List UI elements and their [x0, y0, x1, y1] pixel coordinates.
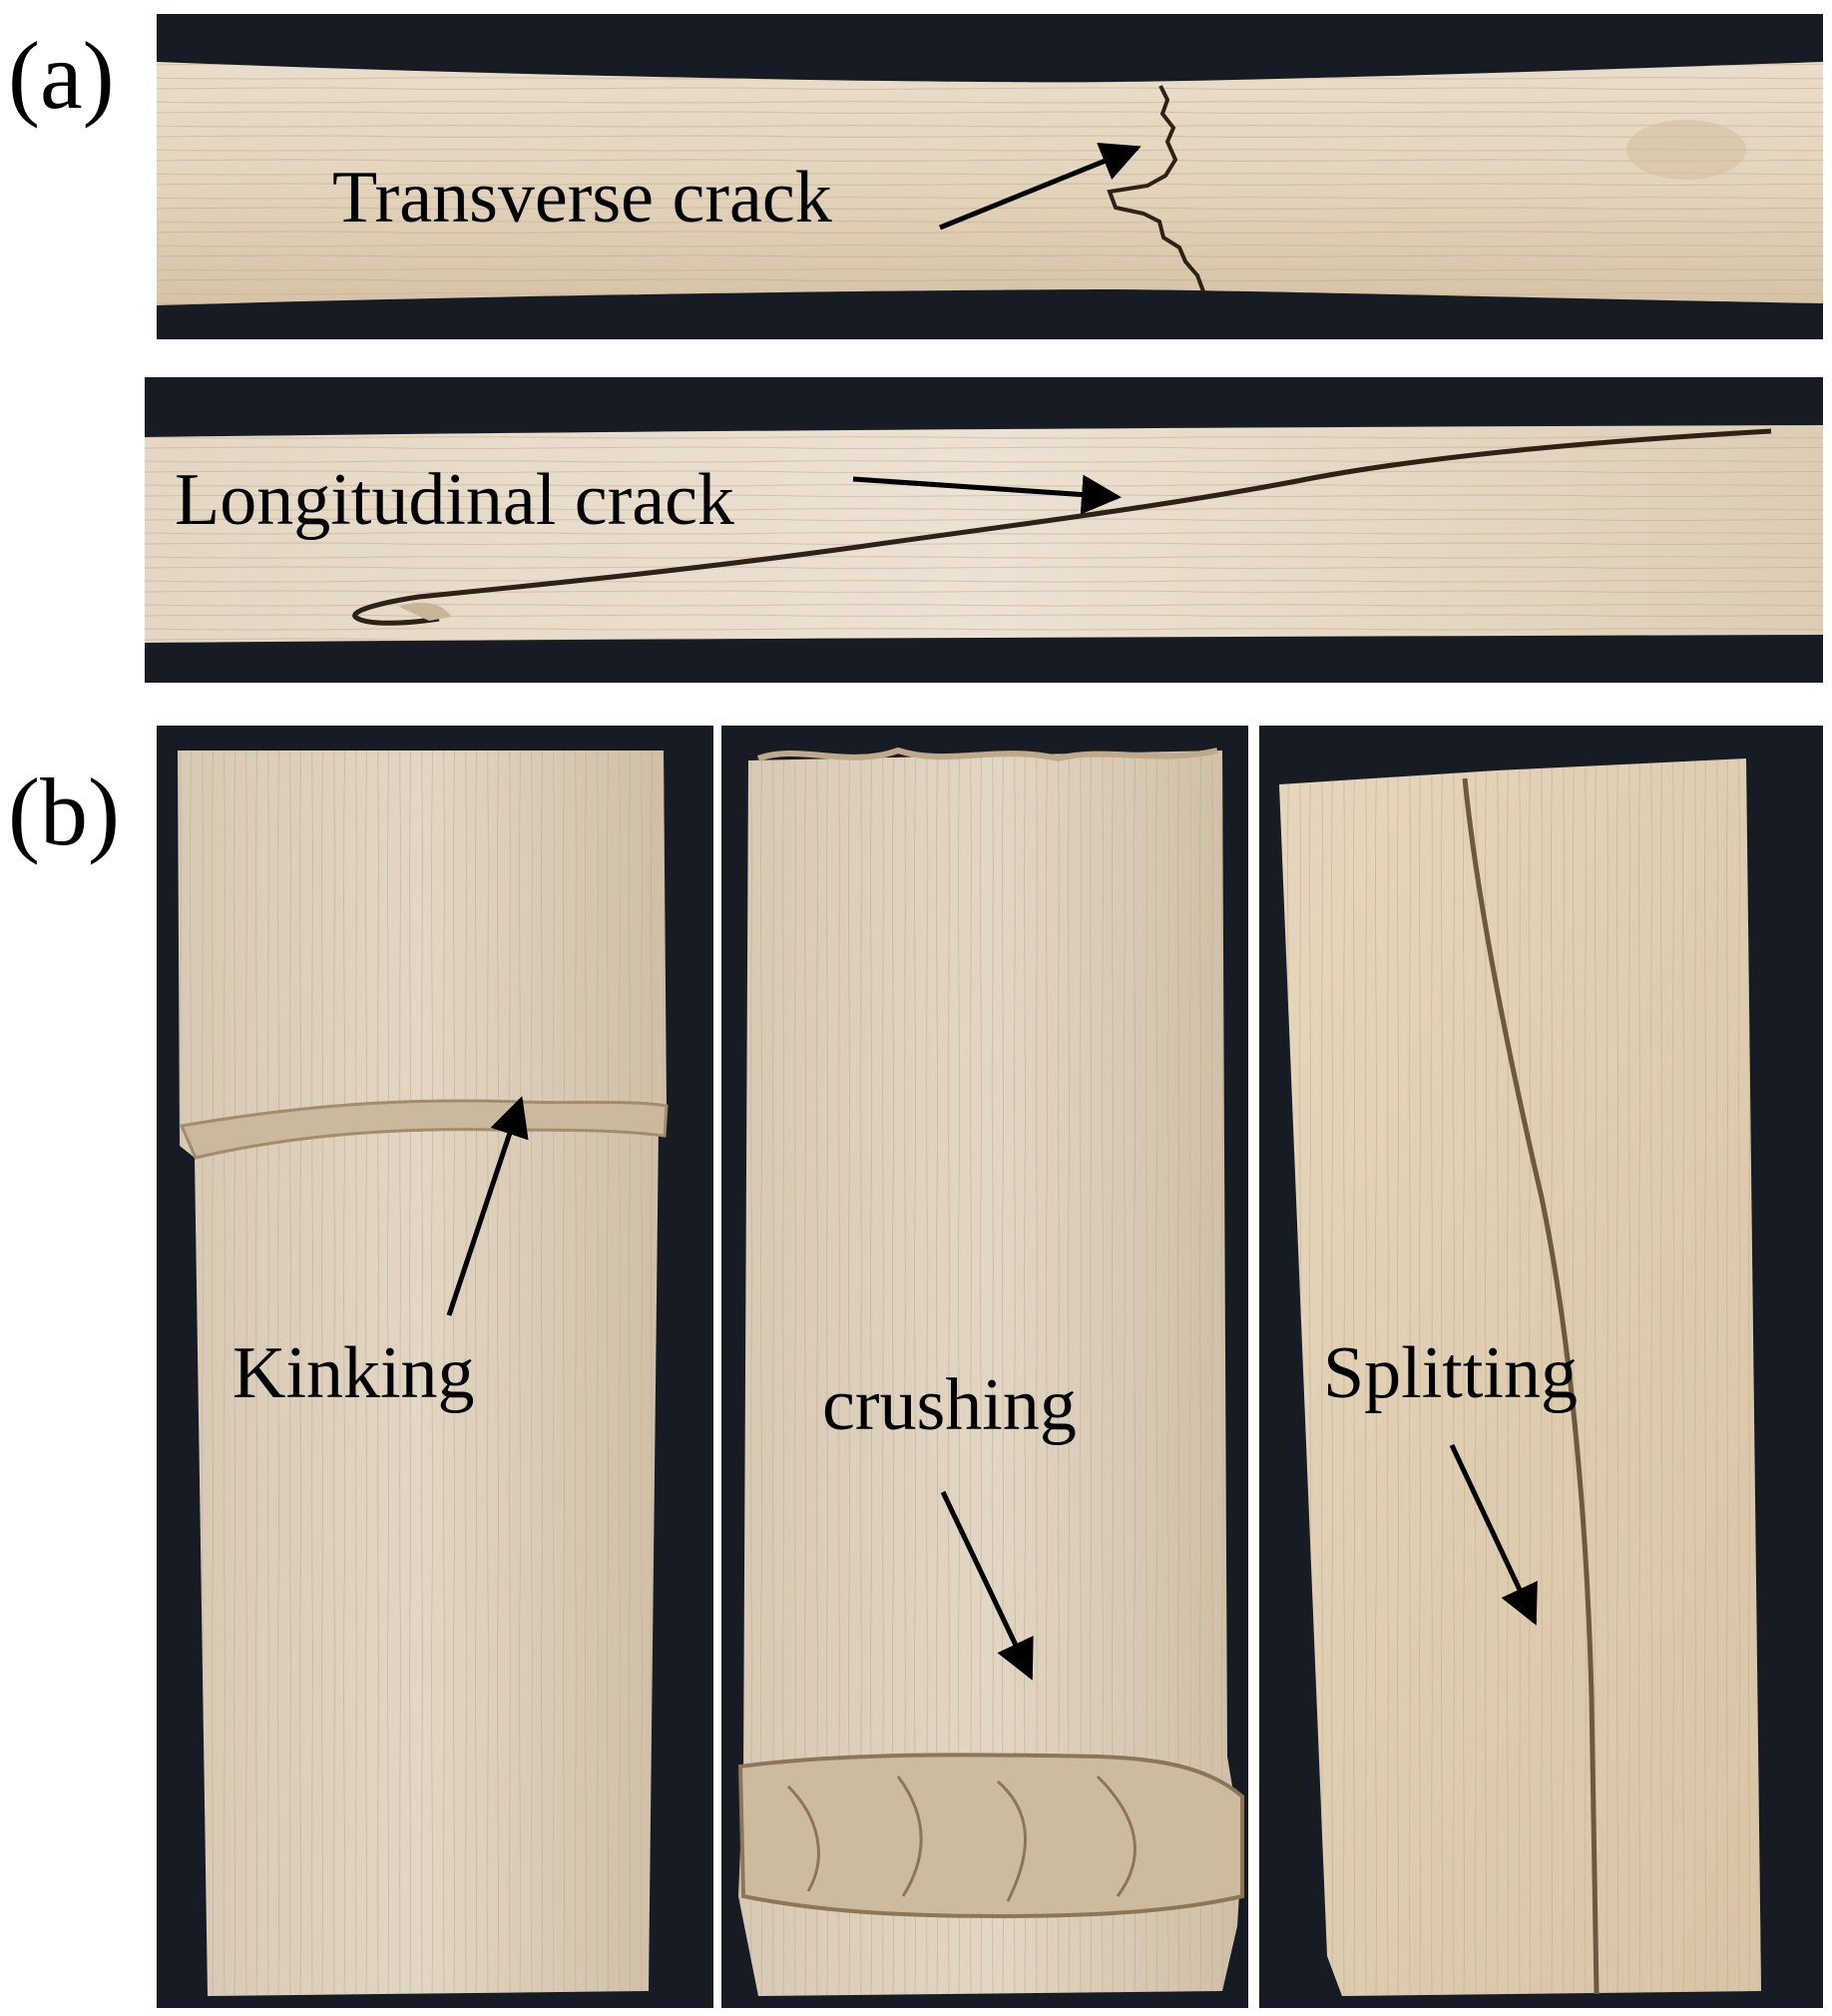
annotation-kinking: Kinking	[232, 1332, 475, 1414]
longitudinal-crack-line	[352, 428, 1772, 626]
annotation-crushing: crushing	[822, 1364, 1077, 1446]
annotation-splitting: Splitting	[1323, 1332, 1578, 1414]
specimen-crushing-photo	[721, 726, 1248, 2008]
annotation-longitudinal-crack: Longitudinal crack	[175, 459, 734, 541]
panel-a-label: (a)	[8, 22, 115, 129]
crush-zone	[737, 1753, 1244, 1919]
transverse-crack-line	[1107, 85, 1205, 292]
arrow-transverse-crack	[939, 142, 1142, 231]
specimen-transverse-crack-photo	[157, 14, 1823, 339]
specimen-splitting-photo	[1259, 726, 1823, 2008]
panel-b-label: (b)	[8, 758, 120, 865]
split-line	[1462, 777, 1600, 1995]
arrow-splitting	[1449, 1443, 1538, 1626]
crushing-annotation: crushing	[822, 1364, 1077, 1681]
specimen-longitudinal-crack-photo	[145, 377, 1823, 683]
annotation-transverse-crack: Transverse crack	[332, 157, 832, 239]
kinking-annotation: Kinking	[232, 1096, 529, 1414]
longitudinal-crack-annotation: Longitudinal crack	[175, 459, 1122, 541]
transverse-crack-annotation: Transverse crack	[332, 142, 1142, 239]
specimen-kinking-photo	[157, 726, 713, 2008]
splitting-annotation: Splitting	[1323, 1332, 1578, 1626]
arrow-longitudinal-crack	[852, 474, 1122, 515]
kink-band	[179, 1099, 669, 1160]
arrow-kinking	[446, 1096, 529, 1316]
arrow-crushing	[940, 1490, 1034, 1681]
